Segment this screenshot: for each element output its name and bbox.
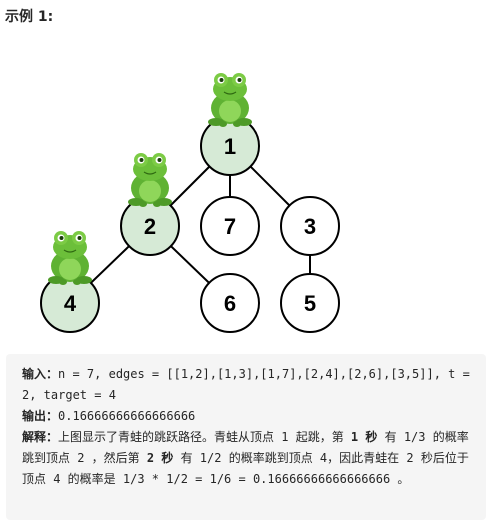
frog-icon bbox=[47, 230, 93, 286]
node-label-5: 5 bbox=[304, 291, 316, 316]
tree-nodes bbox=[40, 116, 340, 333]
output-text: 0.16666666666666666 bbox=[58, 409, 196, 423]
node-circle-6 bbox=[200, 273, 260, 333]
explain-text-1: 上图显示了青蛙的跳跃路径。青蛙从顶点 1 起跳，第 bbox=[58, 430, 351, 444]
output-line: 输出：0.16666666666666666 bbox=[22, 406, 472, 427]
node-label-4: 4 bbox=[64, 291, 77, 316]
node-label-7: 7 bbox=[224, 214, 236, 239]
output-label: 输出： bbox=[22, 409, 59, 423]
node-circle-3 bbox=[280, 196, 340, 256]
node-circle-7 bbox=[200, 196, 260, 256]
frog-icon bbox=[127, 152, 173, 208]
node-label-2: 2 bbox=[144, 214, 156, 239]
input-text: n = 7, edges = [[1,2],[1,3],[1,7],[2,4],… bbox=[22, 367, 478, 402]
explain-text-2: 有 1/3 的概率跳到顶点 2 ，然后第 bbox=[22, 430, 469, 465]
explain-bold-1: 1 秒 bbox=[350, 430, 378, 444]
explain-line: 解释：上图显示了青蛙的跳跃路径。青蛙从顶点 1 起跳，第 1 秒 有 1/3 的… bbox=[22, 427, 472, 490]
frog-jump-tree-diagram: 1 2 7 3 4 6 5 bbox=[40, 72, 340, 333]
explain-text-3: 有 1/2 的概率跳到顶点 4，因此青蛙在 2 秒后位于顶点 4 的概率是 1/… bbox=[22, 451, 469, 486]
node-label-3: 3 bbox=[304, 214, 316, 239]
explain-bold-2: 2 秒 bbox=[146, 451, 174, 465]
input-line: 输入：n = 7, edges = [[1,2],[1,3],[1,7],[2,… bbox=[22, 364, 472, 406]
input-label: 输入： bbox=[22, 367, 59, 381]
node-label-1: 1 bbox=[224, 134, 236, 159]
node-label-6: 6 bbox=[224, 291, 236, 316]
tree-edges bbox=[69, 145, 311, 304]
node-circle-5 bbox=[280, 273, 340, 333]
example-explanation-block: 输入：n = 7, edges = [[1,2],[1,3],[1,7],[2,… bbox=[6, 354, 486, 520]
example-title: 示例 1: bbox=[5, 9, 54, 25]
frog-icon bbox=[207, 72, 253, 128]
explain-label: 解释： bbox=[22, 430, 59, 444]
